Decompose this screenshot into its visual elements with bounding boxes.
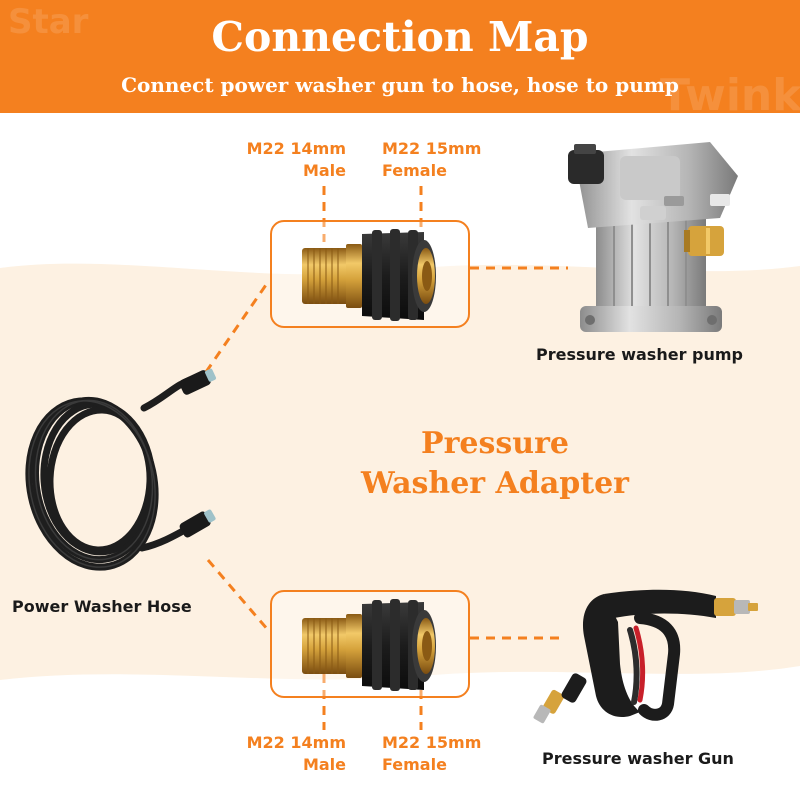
center-title: Pressure Washer Adapter — [330, 424, 660, 504]
center-title-line2: Washer Adapter — [361, 466, 629, 501]
page-subtitle: Connect power washer gun to hose, hose t… — [121, 73, 679, 97]
gun-caption: Pressure washer Gun — [542, 749, 734, 768]
center-title-line1: Pressure — [421, 426, 569, 461]
watermark-text: Star — [8, 2, 89, 42]
pressure-washer-pump-image — [568, 142, 738, 332]
bottom-male-label: Male — [302, 755, 346, 774]
top-adapter-image — [302, 229, 436, 321]
top-male-size-label: M22 14mm — [246, 139, 346, 158]
hose-caption: Power Washer Hose — [12, 597, 192, 616]
bottom-female-size-label: M22 15mm — [382, 733, 482, 752]
bottom-adapter-image — [302, 599, 436, 691]
pressure-washer-gun-image — [533, 589, 758, 724]
top-male-label: Male — [302, 161, 346, 180]
top-female-label: Female — [382, 161, 447, 180]
bottom-male-size-label: M22 14mm — [246, 733, 346, 752]
watermark-text: Twinkle — [660, 70, 800, 113]
top-female-size-label: M22 15mm — [382, 139, 482, 158]
header-banner: Star Twinkle Connection Map Connect powe… — [0, 0, 800, 113]
power-washer-hose-image — [25, 368, 217, 571]
bottom-female-label: Female — [382, 755, 447, 774]
dash-hose-to-adapter-bottom — [206, 559, 270, 631]
pump-caption: Pressure washer pump — [536, 345, 743, 364]
dash-hose-to-adapter-top — [204, 281, 270, 373]
page-title: Connection Map — [211, 13, 589, 61]
